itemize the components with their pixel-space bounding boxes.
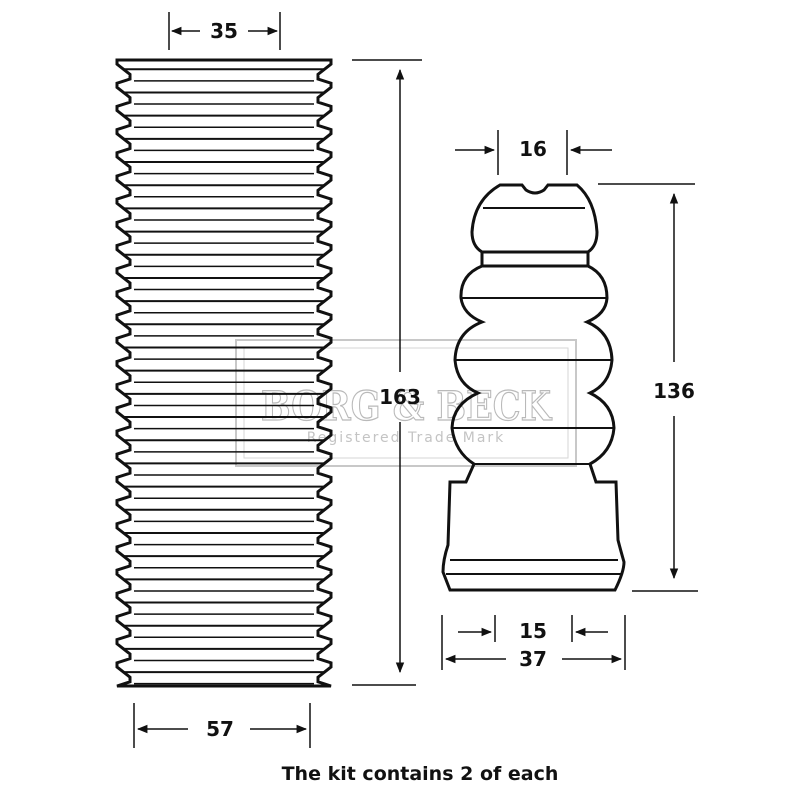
- boot-length-label: 163: [379, 385, 421, 409]
- dust-boot: [115, 58, 333, 688]
- watermark-subtitle: Registered Trade Mark: [307, 430, 506, 446]
- bump-stop-neck: [480, 252, 590, 268]
- bump-stop-body: [441, 264, 626, 592]
- stop-top-diameter-label: 16: [519, 137, 547, 161]
- stop-length-label: 136: [653, 379, 695, 403]
- brand-watermark: BORG & BECK Registered Trade Mark: [235, 339, 577, 467]
- boot-top-diameter-label: 35: [210, 19, 238, 43]
- boot-bottom-diameter-label: 57: [206, 717, 234, 741]
- boot-outline: [115, 58, 333, 688]
- boot-dimensions: 35 163 57: [133, 12, 422, 748]
- watermark-inner-frame: [243, 347, 569, 459]
- stop-outer-diameter-label: 37: [519, 647, 547, 671]
- bump-stop-head: [470, 183, 599, 254]
- stop-inner-diameter-label: 15: [519, 619, 547, 643]
- bump-stop: [441, 183, 626, 592]
- watermark-brand: BORG & BECK: [261, 383, 552, 430]
- watermark-frame: [235, 339, 577, 467]
- boot-rib-lines: [123, 68, 325, 685]
- bump-stop-dimensions: 16 136 15 37: [441, 130, 698, 671]
- kit-caption: The kit contains 2 of each: [282, 763, 559, 785]
